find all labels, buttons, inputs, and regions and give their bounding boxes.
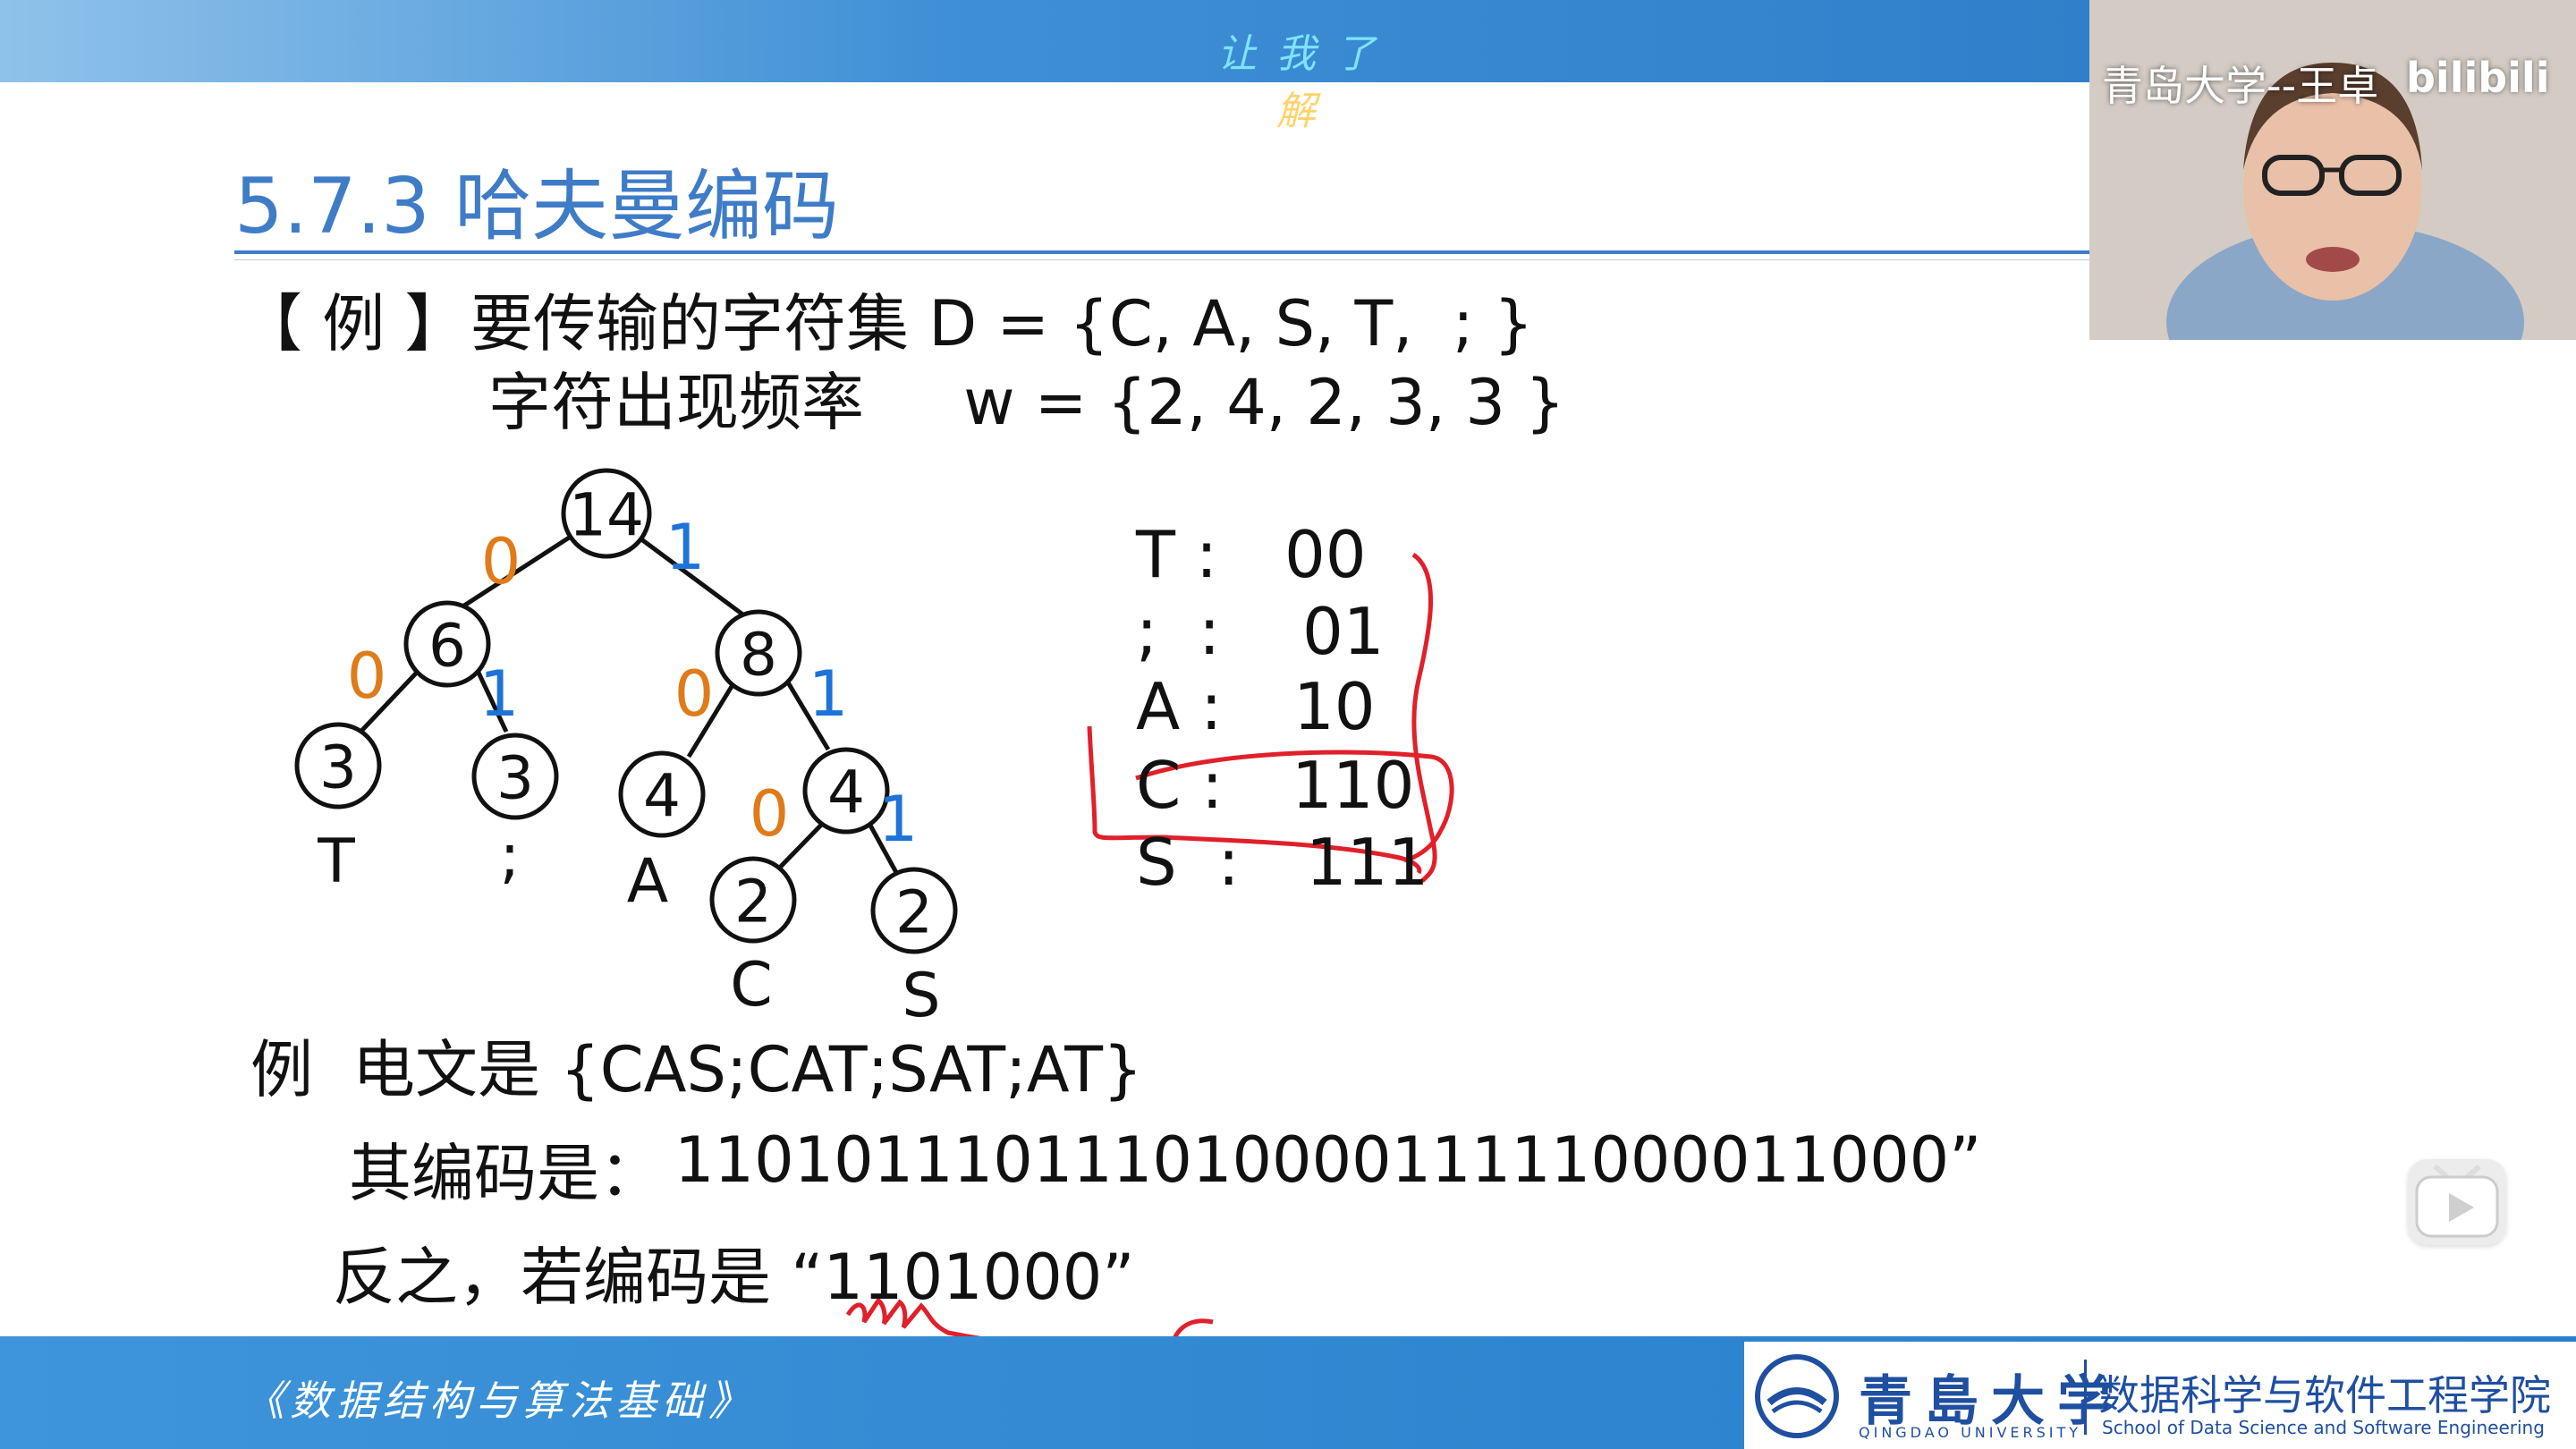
- tree-node-t: 3: [294, 722, 382, 809]
- tree-node-semicolon: 3: [471, 733, 559, 820]
- header-band: [0, 0, 2089, 82]
- slogan-char: 了: [1335, 31, 1394, 77]
- webcam-caption: 青岛大学--王卓: [2102, 62, 2379, 110]
- leaf-label-c: C: [730, 950, 772, 1021]
- slogan-char: 解: [1276, 89, 1335, 134]
- code-char: S :: [1136, 825, 1240, 900]
- leaf-label-t: T: [317, 826, 355, 897]
- message-text: 电文是 {CAS;CAT;SAT;AT}: [352, 1033, 1143, 1106]
- node-weight: 3: [496, 744, 534, 813]
- node-weight: 14: [569, 481, 644, 550]
- code-value: 110: [1292, 748, 1415, 823]
- example-bracket: 【 例 】: [240, 287, 468, 360]
- edge-bit-1: 1: [665, 511, 706, 584]
- charset-line: 要传输的字符集 D = {C, A, S, T, ; }: [470, 287, 1534, 360]
- node-weight: 8: [740, 621, 777, 690]
- slogan-char: 让: [1217, 31, 1276, 77]
- code-value: 111: [1306, 825, 1429, 900]
- title-divider-thin: [234, 259, 2089, 260]
- node-weight: 2: [734, 868, 772, 936]
- code-value: 00: [1284, 517, 1367, 592]
- red-box-annotation: [1087, 725, 1422, 875]
- slogan-char: 我: [1276, 31, 1335, 77]
- code-table: T : 00 ; : 01 A : 10 C : 110 S : 111: [0, 0, 1428, 900]
- tree-node-root: 14: [561, 468, 652, 559]
- header-slogan: 让我了解: [1199, 21, 1413, 136]
- university-name-en: QINGDAO UNIVERSITY: [1859, 1424, 2082, 1441]
- leaf-label-s: S: [902, 961, 940, 1031]
- code-char: ; :: [1136, 594, 1221, 669]
- university-banner: [1744, 1342, 2576, 1449]
- edge-bit-1: 1: [479, 657, 520, 731]
- tree-node-6: 6: [403, 600, 491, 688]
- edge-bit-0: 0: [674, 657, 715, 731]
- node-weight: 3: [319, 733, 357, 802]
- leaf-label-semicolon: ;: [500, 821, 521, 892]
- code-value: 01: [1302, 594, 1385, 669]
- university-name: 青島大学: [1859, 1370, 2123, 1433]
- code-char: T :: [1136, 517, 1218, 592]
- tree-node-4-inner: 4: [802, 747, 890, 835]
- edge-bit-1: 1: [809, 657, 849, 731]
- bilibili-logo: bilibili: [2406, 54, 2550, 102]
- node-weight: 2: [895, 878, 933, 947]
- university-emblem-icon: [1755, 1354, 1839, 1438]
- title-divider: [234, 250, 2089, 254]
- red-loop-annotation: [1135, 750, 1454, 863]
- school-name: 数据科学与软件工程学院: [2098, 1371, 2551, 1419]
- reverse-line: 反之，若编码是 “1101000”: [333, 1241, 1135, 1314]
- slide-title: 5.7.3 哈夫曼编码: [234, 162, 840, 251]
- leaf-label-a: A: [627, 846, 669, 917]
- node-weight: 4: [643, 762, 681, 831]
- frequency-line: 字符出现频率 w = {2, 4, 2, 3, 3 }: [488, 366, 1565, 439]
- webcam-overlay: [2089, 0, 2576, 340]
- node-weight: 4: [827, 758, 865, 827]
- play-icon: [2415, 1164, 2499, 1238]
- encoded-label: 其编码是：: [349, 1137, 662, 1210]
- play-button[interactable]: [2408, 1159, 2506, 1245]
- edge-bit-1: 1: [878, 783, 919, 856]
- edge-bit-0: 0: [750, 777, 790, 851]
- message-prefix: 例: [250, 1033, 313, 1106]
- tree-node-c: 2: [709, 856, 797, 944]
- code-value: 10: [1293, 669, 1376, 744]
- encoded-value: 11010111011101000011111000011000”: [674, 1123, 1982, 1197]
- presenter-video: [2089, 0, 2576, 340]
- edge-bit-0: 0: [481, 525, 521, 598]
- book-title: 《数据结构与算法基础》: [243, 1377, 755, 1425]
- tree-node-8: 8: [715, 609, 802, 697]
- node-weight: 6: [428, 612, 466, 681]
- code-char: A :: [1136, 669, 1223, 744]
- footer-divider: [2084, 1360, 2087, 1435]
- tree-node-s: 2: [870, 867, 958, 954]
- red-bracket-annotation: [1411, 552, 1437, 883]
- code-char: C :: [1136, 748, 1224, 823]
- edge-bit-0: 0: [347, 640, 387, 713]
- school-name-en: School of Data Science and Software Engi…: [2102, 1417, 2545, 1438]
- tree-node-a: 4: [618, 750, 706, 838]
